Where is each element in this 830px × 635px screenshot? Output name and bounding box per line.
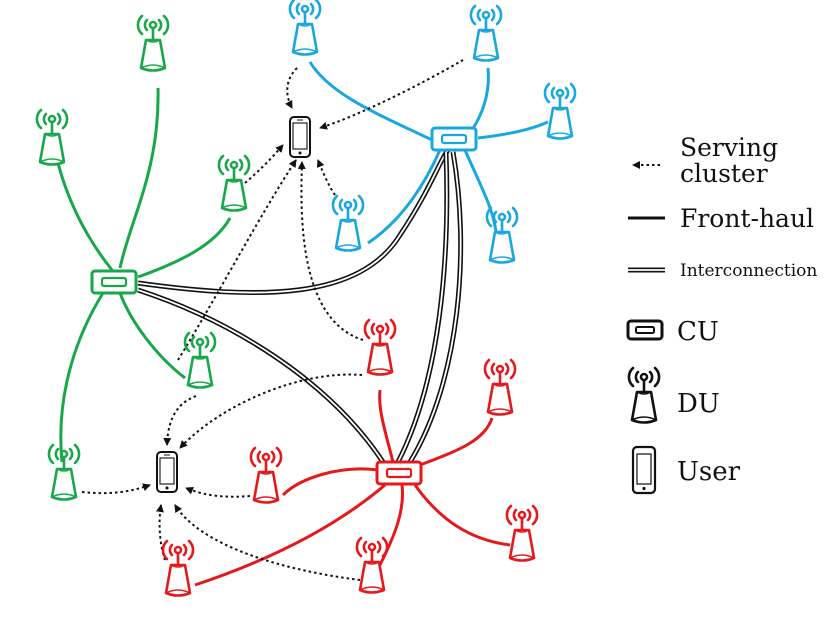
serving-cluster-arrows	[81, 59, 464, 581]
cu-box-icon	[430, 126, 478, 152]
du-antenna-icon	[217, 154, 251, 212]
du-antenna-icon	[183, 331, 217, 389]
cu-box-icon	[375, 460, 423, 486]
serving-arrow	[285, 67, 298, 109]
smartphone-icon	[289, 116, 311, 158]
serving-arrow	[81, 483, 151, 495]
smartphone-icon	[631, 445, 657, 495]
legend-cu-label: CU	[677, 317, 719, 347]
serving-arrow	[174, 504, 361, 581]
fronthaul-link	[56, 162, 114, 271]
fronthaul-link	[367, 149, 442, 245]
fronthaul-link	[477, 120, 549, 140]
legend-serving-label-1: Serving	[680, 133, 778, 162]
interconnection-green-blue	[137, 148, 451, 296]
fronthaul-link	[137, 217, 232, 279]
serving-arrow	[163, 395, 197, 446]
fronthaul-link	[470, 67, 490, 131]
nodes-layer	[35, 0, 577, 597]
du-antenna-icon	[35, 108, 69, 166]
serving-arrow	[319, 59, 464, 130]
legend-interconnection-label: Interconnection	[680, 261, 817, 281]
du-antenna-icon	[627, 366, 661, 424]
legend-cu: CU	[626, 317, 719, 347]
fronthaul-link	[308, 61, 433, 142]
du-antenna-icon	[161, 539, 195, 597]
du-antenna-icon	[47, 443, 81, 501]
du-antenna-icon	[136, 14, 170, 72]
interconnection-blue-red	[395, 151, 464, 464]
du-antenna-icon	[331, 194, 365, 252]
serving-arrow	[156, 504, 166, 561]
fronthaul-link	[419, 417, 494, 467]
du-antenna-icon	[543, 82, 577, 140]
du-antenna-icon	[505, 504, 539, 562]
legend-serving-label-2: cluster	[680, 159, 768, 188]
smartphone-icon	[156, 451, 178, 493]
serving-arrow	[185, 487, 251, 498]
du-antenna-icon	[483, 358, 517, 416]
legend-front-haul: Front-haul	[628, 204, 814, 233]
serving-arrow	[244, 144, 284, 184]
fronthaul-link	[59, 292, 105, 463]
fronthaul-blue	[308, 61, 549, 245]
serving-arrow	[316, 159, 336, 196]
du-antenna-icon	[485, 206, 519, 264]
legend-du: DU	[627, 366, 720, 424]
du-antenna-icon	[355, 536, 389, 594]
serving-arrow	[177, 159, 297, 361]
fronthaul-link	[378, 389, 395, 463]
fronthaul-link	[378, 484, 405, 566]
legend-user: User	[631, 445, 741, 495]
du-antenna-icon	[249, 446, 283, 504]
interconnection-green-red	[137, 287, 388, 467]
du-antenna-icon	[288, 0, 322, 56]
legend-front-haul-label: Front-haul	[680, 204, 814, 233]
legend: Serving cluster Front-haul Interconnecti…	[626, 133, 817, 495]
interconnection-links	[137, 148, 464, 467]
legend-user-label: User	[677, 457, 741, 487]
fronthaul-link	[413, 484, 511, 547]
fronthaul-link	[281, 467, 379, 497]
legend-interconnection: Interconnection	[628, 261, 817, 281]
du-antenna-icon	[469, 4, 503, 62]
legend-du-label: DU	[677, 389, 720, 419]
fronthaul-link	[118, 292, 186, 380]
cu-box-icon	[90, 269, 138, 295]
serving-arrow	[297, 161, 364, 341]
legend-serving-cluster: Serving cluster	[632, 133, 778, 188]
fronthaul-link	[118, 87, 160, 269]
fronthaul-green	[56, 87, 232, 463]
du-antenna-icon	[363, 318, 397, 376]
fronthaul-link	[194, 483, 386, 587]
serving-arrow	[179, 373, 363, 449]
